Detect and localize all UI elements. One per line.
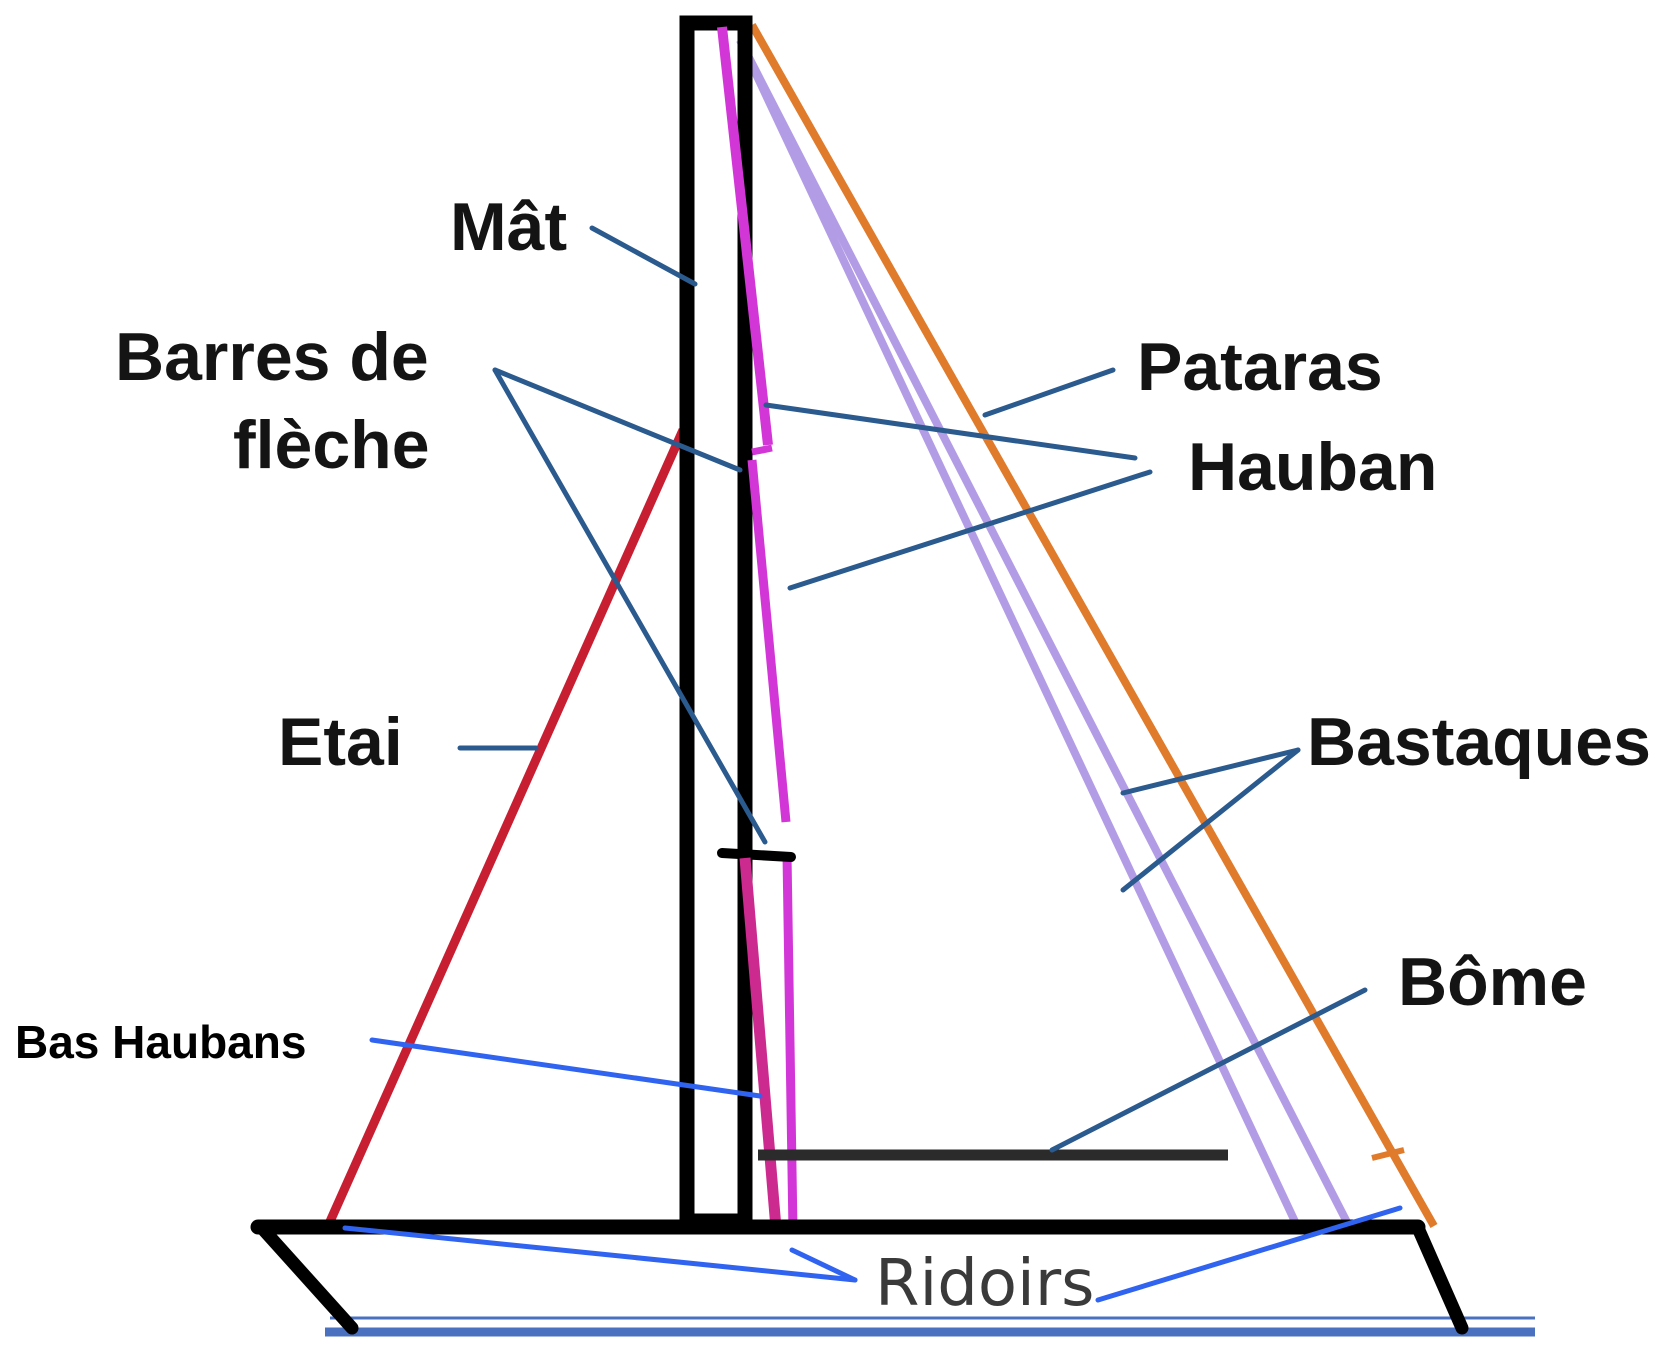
mat-leader [589, 225, 698, 287]
label-barres-line1: Barres de [115, 319, 429, 395]
barres-leader-2 [492, 367, 768, 845]
bas-haubans-leader [369, 1037, 763, 1099]
hull-stern [1411, 1221, 1469, 1335]
label-barres-line2: flèche [233, 407, 430, 483]
label-pataras: Pataras [1137, 329, 1383, 405]
bastaque-line-2 [736, 38, 1354, 1230]
barres-leader-1 [492, 367, 743, 473]
ridoirs-leader-mast [789, 1247, 858, 1283]
ridoirs-leader-bow [342, 1225, 858, 1283]
bome-leader [1049, 987, 1368, 1153]
bastaque-line-1 [736, 38, 1302, 1230]
hauban-leader-2 [787, 469, 1153, 591]
pataras-tensioner [1371, 1147, 1405, 1161]
spreader-tip [751, 444, 773, 456]
lower-spreader [717, 848, 796, 862]
label-bastaques: Bastaques [1307, 704, 1651, 780]
bastaques-leader-2 [1120, 747, 1301, 893]
label-ridoirs: Ridoirs [875, 1247, 1094, 1321]
hauban-lower [747, 459, 791, 823]
hauban-upper [717, 26, 773, 446]
label-etai: Etai [278, 704, 403, 780]
hauban-to-deck [782, 854, 798, 1233]
label-bas-haubans: Bas Haubans [15, 1016, 306, 1068]
bas-haubans-line [739, 857, 782, 1229]
pataras-line [748, 23, 1438, 1228]
ridoirs-leader-stern [1095, 1205, 1403, 1303]
hull-bow [255, 1221, 359, 1335]
pataras-leader [982, 367, 1116, 418]
hauban-leader-1 [763, 402, 1138, 461]
label-mat: Mât [450, 189, 567, 265]
etai-line [323, 428, 688, 1228]
label-hauban: Hauban [1188, 429, 1437, 505]
mast [679, 15, 753, 1229]
bastaques-leader-1 [1120, 747, 1301, 796]
label-bome: Bôme [1398, 944, 1587, 1020]
